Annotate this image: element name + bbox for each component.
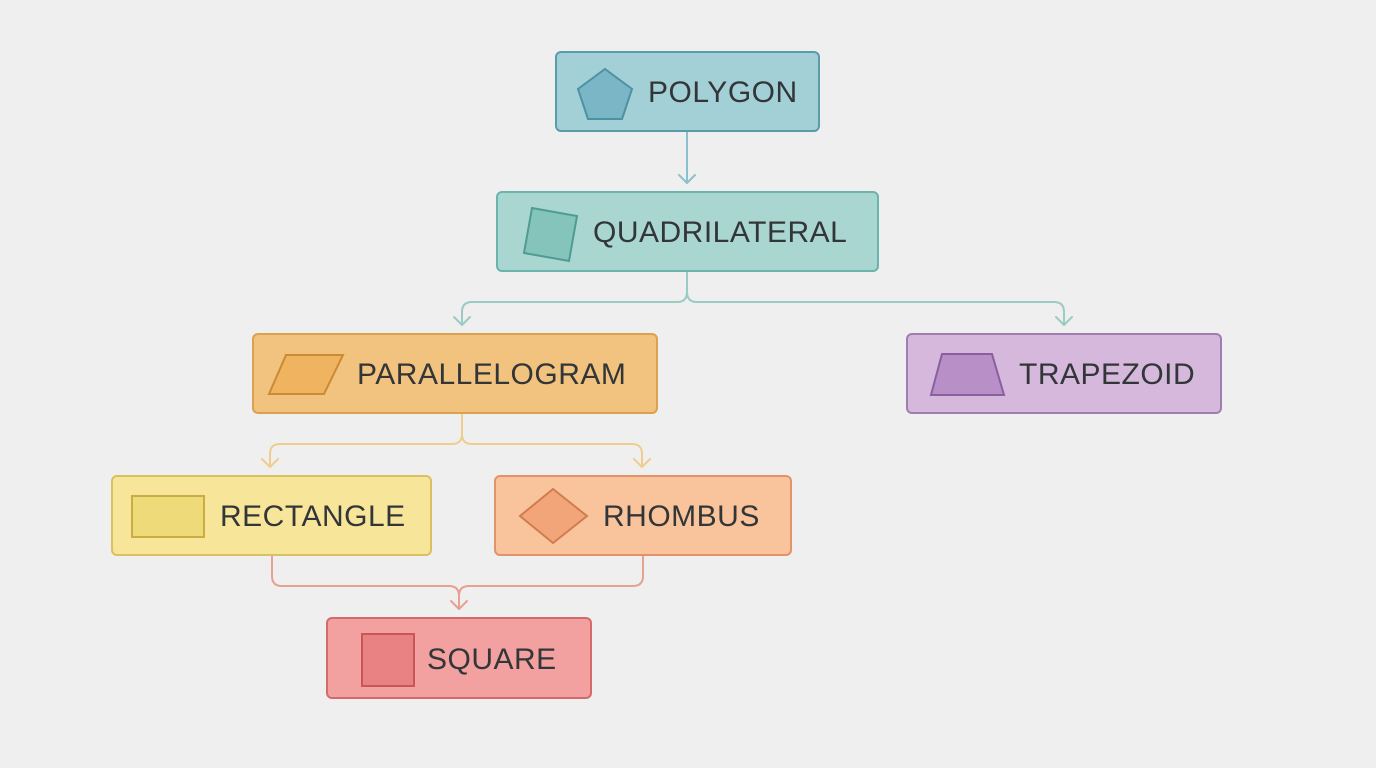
node-label: POLYGON [648,76,798,109]
rectangle-icon [131,495,205,538]
tilted-square-shape [522,206,579,263]
trapezoid-icon [929,353,1006,396]
node-rhombus: RHOMBUS [494,475,792,556]
node-quadrilateral: QUADRILATERAL [496,191,879,272]
node-square: SQUARE [326,617,592,699]
connector-quadrilateral-children [453,271,1073,326]
pentagon-shape [576,67,634,120]
node-label: RECTANGLE [220,500,406,533]
parallelogram-icon [267,354,345,395]
node-label: QUADRILATERAL [593,216,848,249]
square-shape [361,633,415,687]
rhombus-shape [518,487,589,545]
rectangle-shape [131,495,205,538]
node-label: TRAPEZOID [1019,358,1196,391]
node-rectangle: RECTANGLE [111,475,432,556]
parallelogram-shape [267,354,345,395]
square-tilted-icon [522,206,579,263]
pentagon-icon [576,67,634,120]
node-trapezoid: TRAPEZOID [906,333,1222,414]
connector-polygon-quadrilateral [678,131,696,184]
connector-parallelogram-children [261,412,651,468]
node-label: SQUARE [427,643,557,676]
node-label: PARALLELOGRAM [357,358,627,391]
rhombus-icon [518,487,589,545]
trapezoid-shape [929,353,1006,396]
node-parallelogram: PARALLELOGRAM [252,333,658,414]
node-polygon: POLYGON [555,51,820,132]
connector-to-square [271,555,644,610]
square-icon [361,633,415,687]
node-label: RHOMBUS [603,500,760,533]
